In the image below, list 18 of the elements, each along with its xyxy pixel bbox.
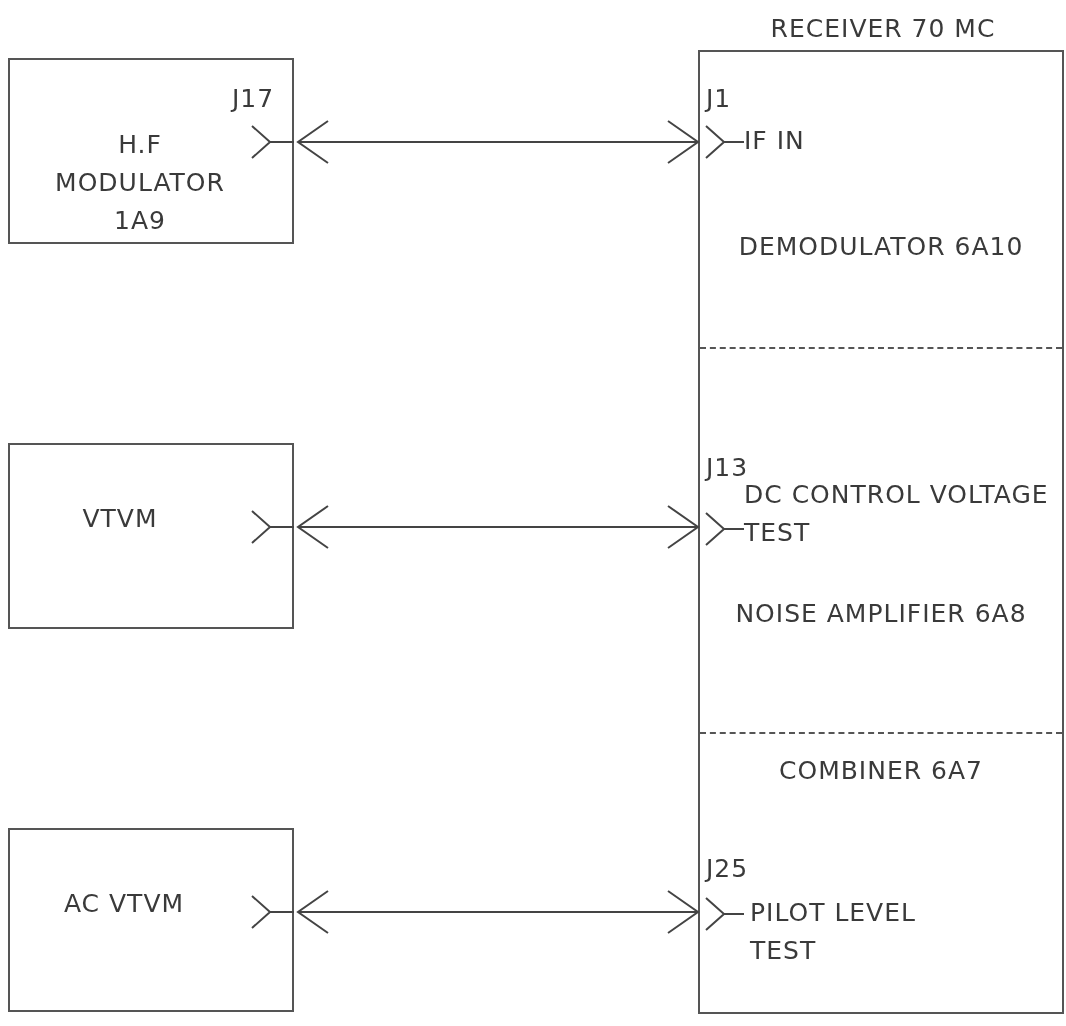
label-text: DEMODULATOR 6A10 xyxy=(737,231,1025,263)
label-text: J1 xyxy=(706,83,733,115)
label-text: AC VTVM xyxy=(62,888,186,920)
arrow xyxy=(297,120,699,164)
label-text: IF IN xyxy=(744,125,806,157)
component-box xyxy=(8,828,294,1012)
label-text: PILOT LEVEL TEST xyxy=(750,897,917,967)
component-box xyxy=(8,443,294,629)
label-text: J17 xyxy=(232,83,276,115)
label-text: COMBINER 6A7 xyxy=(778,755,984,787)
component-box xyxy=(8,58,294,244)
label-text: NOISE AMPLIFIER 6A8 xyxy=(734,598,1028,630)
arrow xyxy=(297,890,699,934)
heading: RECEIVER 70 MC xyxy=(769,13,997,45)
label-text: H.F MODULATOR 1A9 xyxy=(54,129,226,237)
label-text: J25 xyxy=(706,853,750,885)
label-text: VTVM xyxy=(81,503,159,535)
arrow xyxy=(297,505,699,549)
